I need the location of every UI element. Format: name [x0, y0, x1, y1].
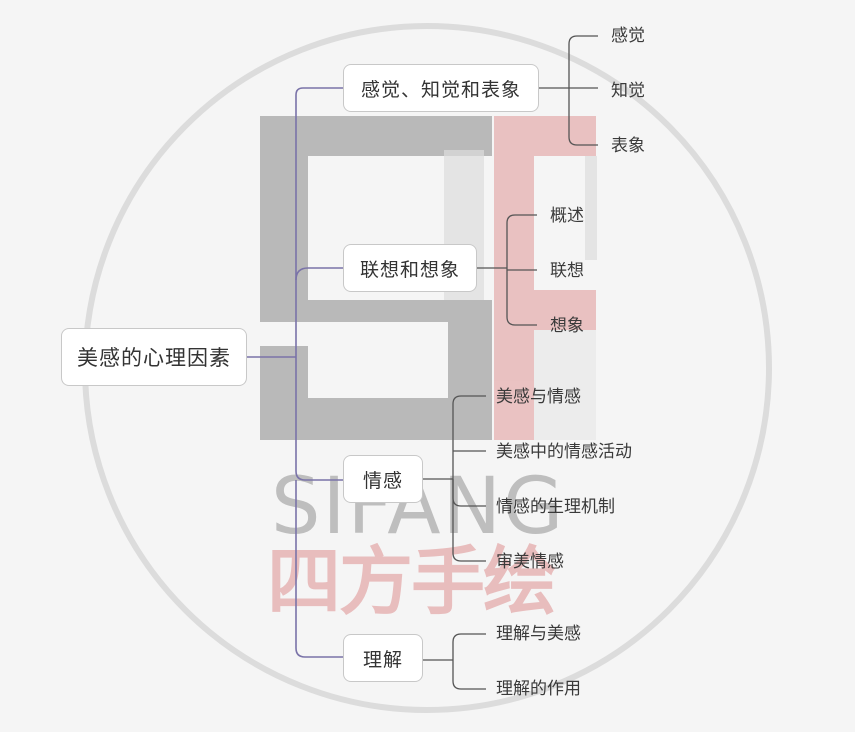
main-connectors [247, 87, 343, 658]
leaf-understanding-and-aesthetic[interactable]: 理解与美感 [496, 624, 581, 644]
leaf-sensation[interactable]: 感觉 [611, 26, 645, 46]
sub-connectors [423, 35, 598, 690]
leaf-perception[interactable]: 知觉 [611, 81, 645, 101]
leaf-emotion-physiology[interactable]: 情感的生理机制 [496, 497, 615, 517]
leaf-representation[interactable]: 表象 [611, 136, 645, 156]
branch-node-association[interactable]: 联想和想象 [343, 244, 477, 292]
branch-node-emotion[interactable]: 情感 [343, 455, 423, 503]
leaf-imagination[interactable]: 想象 [550, 316, 584, 336]
leaf-association[interactable]: 联想 [550, 261, 584, 281]
leaf-role-of-understanding[interactable]: 理解的作用 [496, 679, 581, 699]
leaf-emotional-activity[interactable]: 美感中的情感活动 [496, 442, 632, 462]
root-node[interactable]: 美感的心理因素 [61, 328, 247, 386]
leaf-aesthetic-emotion[interactable]: 审美情感 [496, 552, 564, 572]
leaf-aesthetic-and-emotion[interactable]: 美感与情感 [496, 387, 581, 407]
branch-node-perception[interactable]: 感觉、知觉和表象 [343, 64, 539, 112]
branch-node-understanding[interactable]: 理解 [343, 634, 423, 682]
leaf-overview[interactable]: 概述 [550, 206, 584, 226]
